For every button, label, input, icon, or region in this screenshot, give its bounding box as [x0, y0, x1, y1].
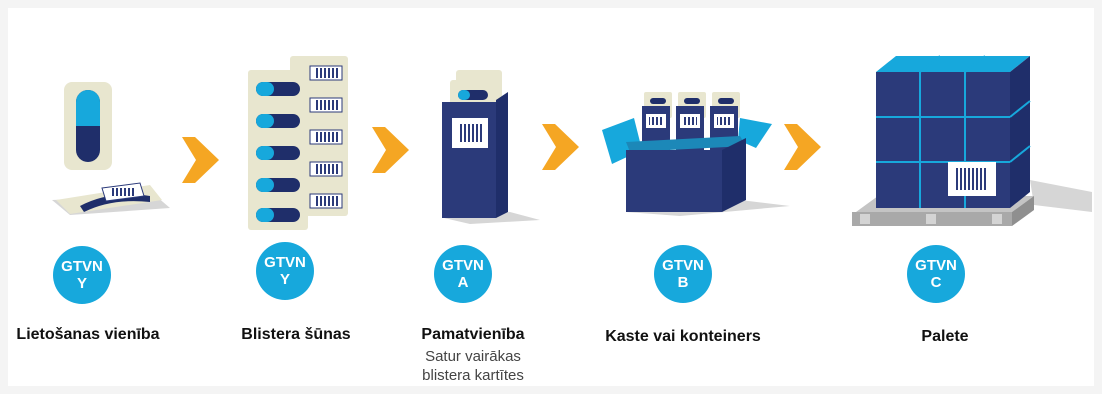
- stage-label-box: Kaste vai konteiners: [605, 328, 761, 345]
- badge-level: Y: [76, 275, 87, 292]
- badge-code: GTVN: [662, 257, 704, 274]
- badge-code: GTVN: [264, 254, 306, 271]
- arrow-right-icon: [542, 124, 579, 170]
- arrow-right-icon: [372, 127, 409, 173]
- badge-level: B: [677, 274, 689, 291]
- gtin-badge-blister: GTVN Y: [256, 242, 314, 300]
- gtin-badge-use-unit: GTVN Y: [53, 246, 111, 304]
- pallet-icon: [852, 55, 1092, 226]
- arrow-right-icon: [182, 137, 219, 183]
- gtin-badge-base-unit: GTVN A: [434, 245, 492, 303]
- gtin-badge-box: GTVN B: [654, 245, 712, 303]
- badge-level: C: [930, 274, 942, 291]
- stage-label-base-unit: Pamatvienība: [421, 326, 525, 343]
- badge-code: GTVN: [915, 257, 957, 274]
- carton-icon: [442, 70, 540, 224]
- badge-level: Y: [279, 271, 290, 288]
- badge-code: GTVN: [61, 258, 103, 275]
- open-box-icon: [602, 92, 790, 216]
- badge-code: GTVN: [442, 257, 484, 274]
- arrow-right-icon: [784, 124, 821, 170]
- badge-level: A: [457, 274, 469, 291]
- stage-sublabel-base-unit-line2: blistera kartītes: [422, 367, 524, 384]
- stage-label-use-unit: Lietošanas vienība: [16, 326, 160, 343]
- blister-pack-icon: [248, 56, 348, 230]
- capsule-icon: [52, 82, 170, 215]
- stage-sublabel-base-unit-line1: Satur vairākas: [425, 348, 521, 365]
- stage-label-pallet: Palete: [921, 328, 969, 345]
- stage-label-blister: Blistera šūnas: [241, 326, 351, 343]
- gtin-badge-pallet: GTVN C: [907, 245, 965, 303]
